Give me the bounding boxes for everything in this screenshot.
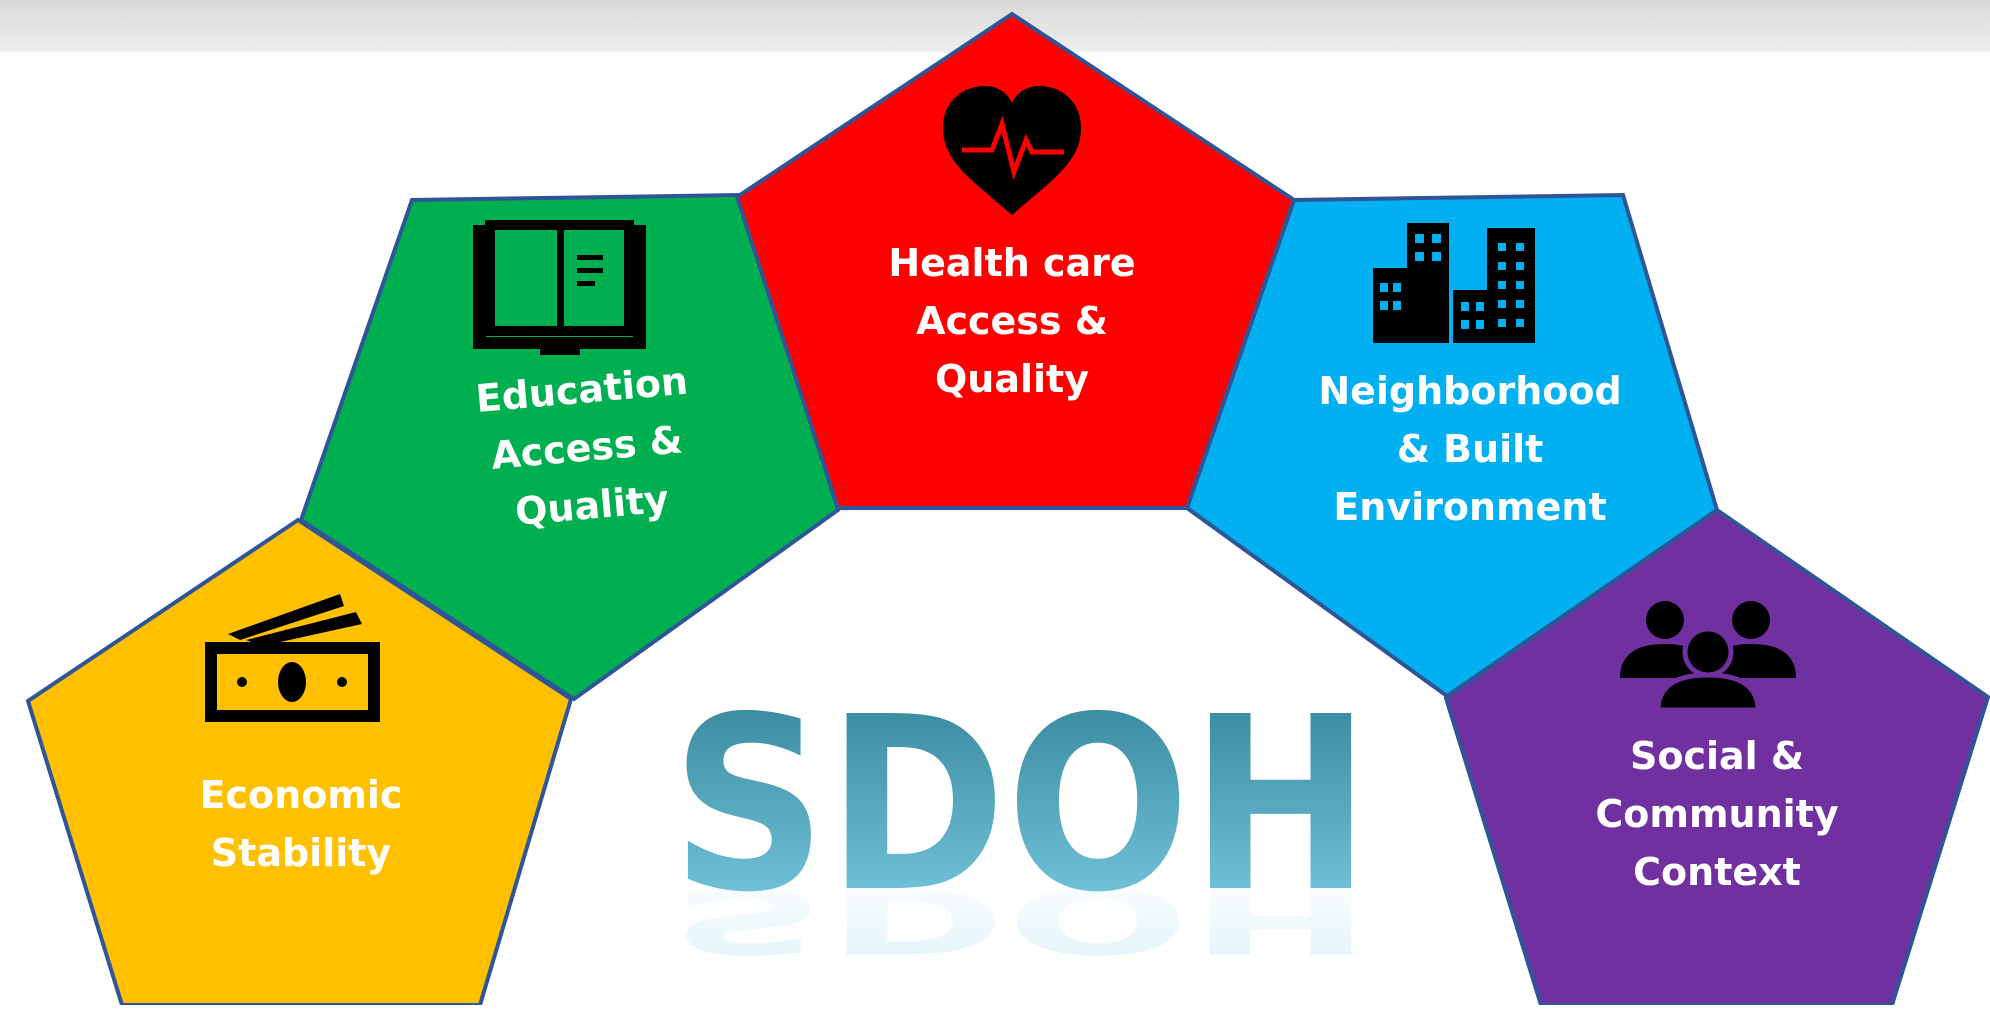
label-line: Community: [1595, 792, 1838, 836]
label-line: Access &: [916, 299, 1108, 343]
label-line: Stability: [211, 831, 392, 875]
pentagon-healthcare: [734, 11, 1297, 510]
label-line: Environment: [1333, 485, 1606, 529]
label-line: Neighborhood: [1318, 369, 1621, 413]
book-icon: [473, 220, 646, 355]
heart-pulse-icon: [943, 86, 1081, 215]
sdoh-title-group: SDOH SDOH: [671, 665, 1371, 973]
pentagon-education: [298, 192, 841, 702]
label-line: Quality: [935, 357, 1089, 401]
buildings-icon: [1373, 223, 1535, 343]
label-line: & Built: [1397, 427, 1544, 471]
money-icon: [205, 594, 380, 722]
people-icon: [1620, 601, 1796, 713]
label-line: Social &: [1630, 734, 1804, 778]
label-line: Context: [1633, 850, 1801, 894]
label-line: Health care: [888, 241, 1135, 285]
label-line: Economic: [200, 773, 403, 817]
sdoh-title: SDOH: [671, 665, 1371, 945]
domain-education: EducationAccess &Quality: [298, 192, 841, 702]
sdoh-title-reflection: SDOH: [671, 866, 1371, 972]
